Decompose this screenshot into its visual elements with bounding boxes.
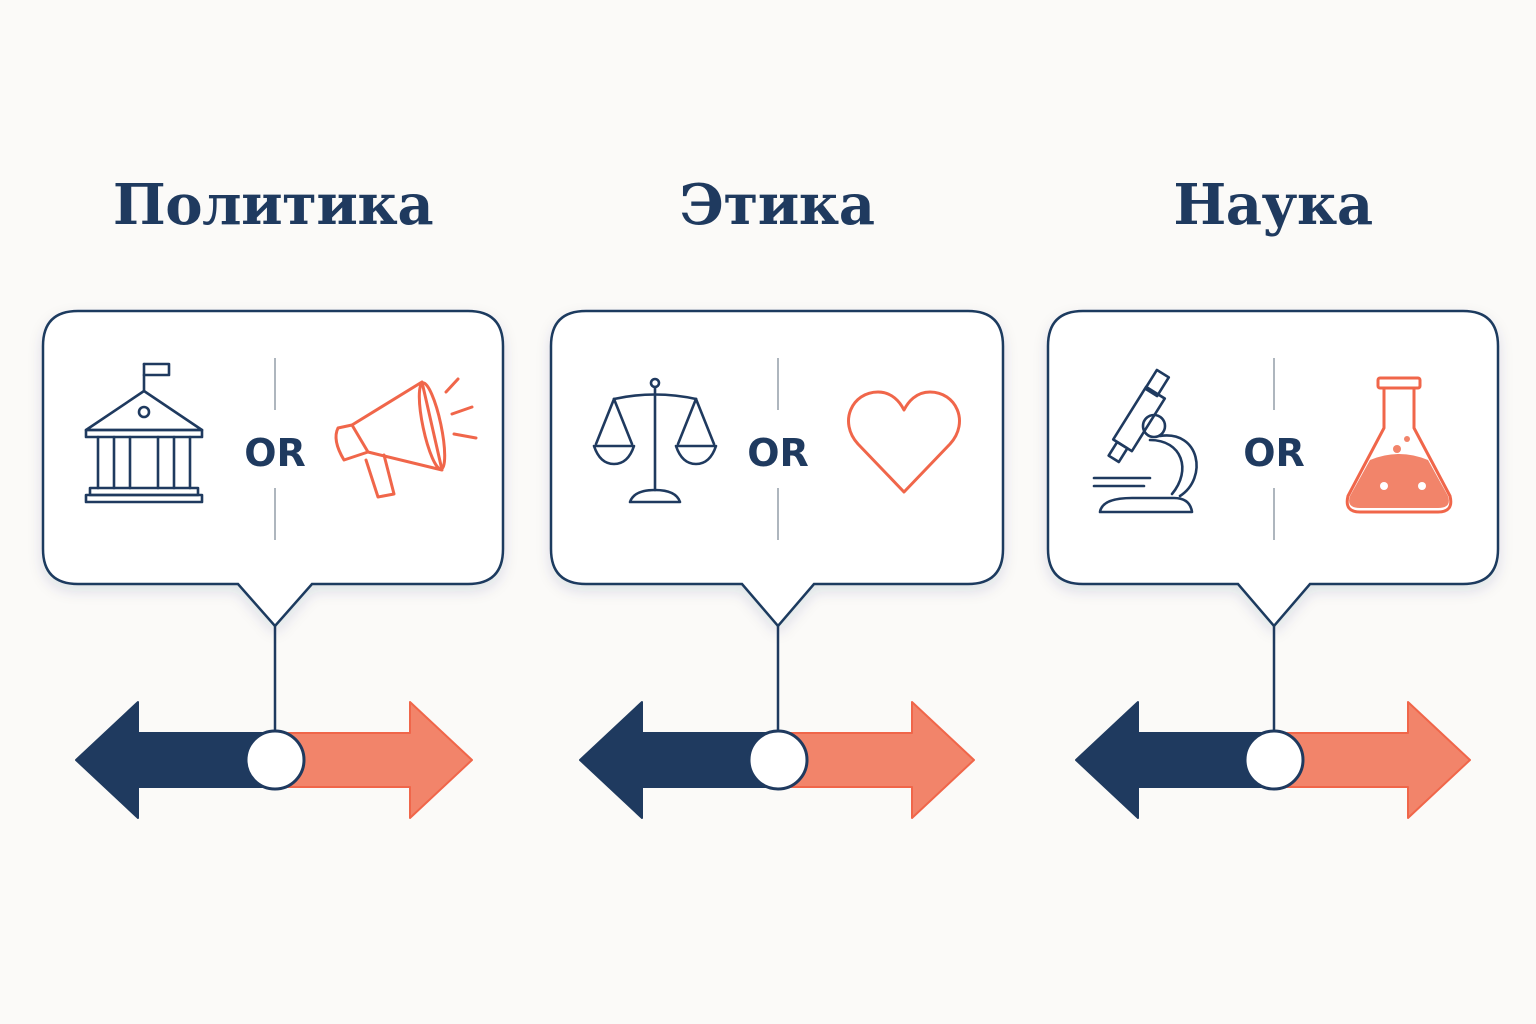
flask-icon xyxy=(1345,376,1453,514)
megaphone-icon xyxy=(334,377,478,499)
panel-graphic: OR xyxy=(549,309,1005,819)
panel-title: Наука xyxy=(1173,172,1373,238)
panel-title: Политика xyxy=(112,172,434,238)
panel-ethics: Этика OR xyxy=(536,0,1018,1024)
scales-of-justice-icon xyxy=(592,377,718,504)
panel-science: Наука OR xyxy=(1032,0,1514,1024)
panel-graphic: OR xyxy=(1046,309,1500,819)
or-label: OR xyxy=(244,431,306,475)
government-building-icon xyxy=(84,362,204,504)
or-label: OR xyxy=(747,431,809,475)
right-arrow xyxy=(777,701,975,819)
callout-bubble xyxy=(41,309,505,628)
panel-title: Этика xyxy=(679,172,875,238)
center-knob xyxy=(244,729,306,791)
right-arrow xyxy=(1273,701,1471,819)
microscope-icon xyxy=(1092,368,1198,514)
center-knob xyxy=(747,729,809,791)
panel-politics: Политика OR xyxy=(32,0,514,1024)
panel-graphic: OR xyxy=(41,309,505,819)
right-arrow xyxy=(274,701,473,819)
heart-icon xyxy=(847,390,961,494)
or-label: OR xyxy=(1243,431,1305,475)
callout-bubble xyxy=(549,309,1005,628)
center-knob xyxy=(1243,729,1305,791)
